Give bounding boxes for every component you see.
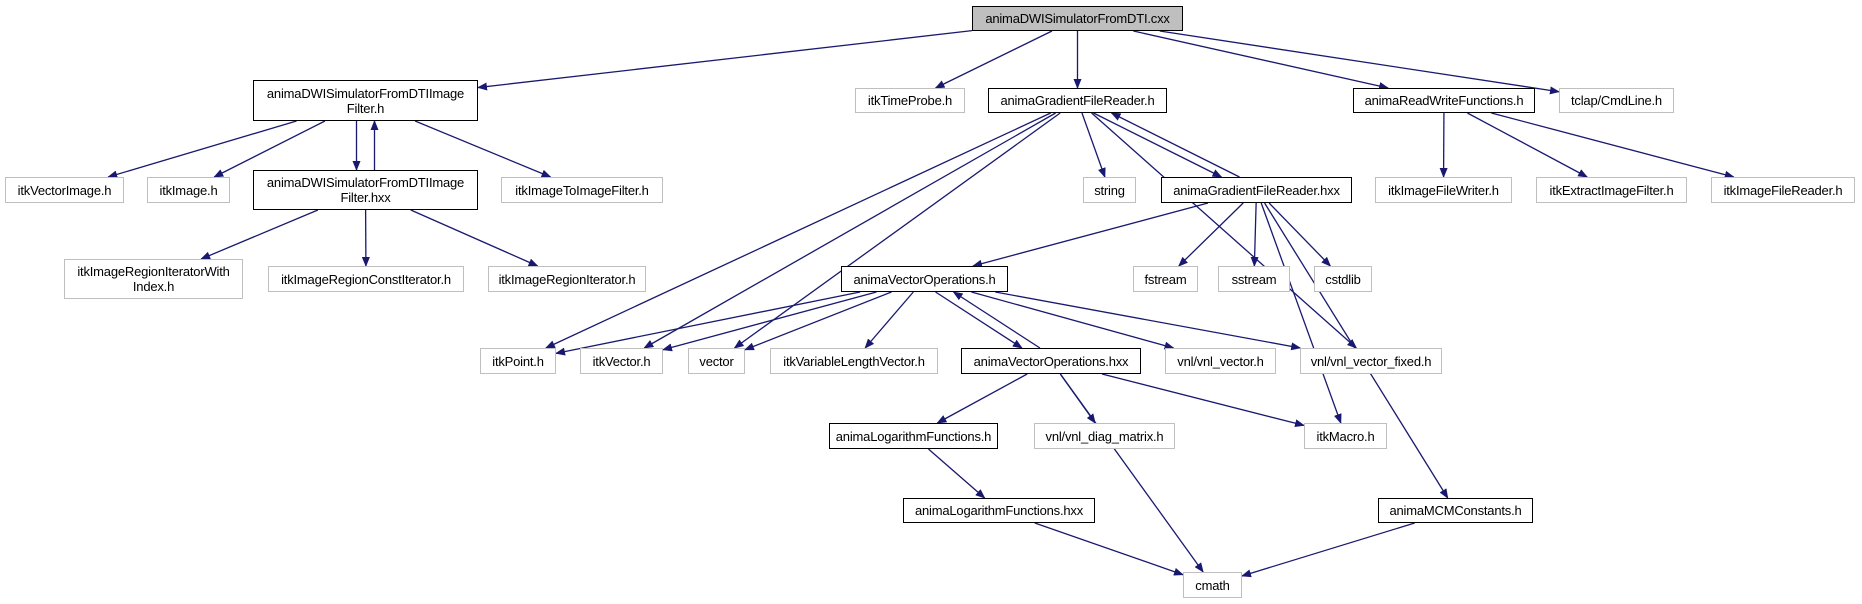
edge-vecops-h-to-vnlvec [971, 291, 1175, 350]
edge-rw-h-to-extract [1467, 112, 1589, 178]
edge-gfr-hxx-to-sstream [1250, 202, 1259, 267]
node-vector[interactable]: vector [688, 348, 745, 374]
edge-vecops-h-to-varlen [864, 291, 914, 349]
node-vecops-h[interactable]: animaVectorOperations.h [841, 266, 1008, 292]
edge-gfr-hxx-to-fstream [1178, 202, 1244, 267]
edge-gfr-h-to-point [545, 112, 1051, 349]
edge-rw-h-to-reader [1491, 112, 1735, 179]
edge-gfr-hxx-to-vecops-h [972, 202, 1209, 268]
edge-gfr-h-to-string [1081, 112, 1106, 178]
node-regiter[interactable]: itkImageRegionIterator.h [488, 266, 646, 292]
edge-root-to-tclap [1159, 30, 1560, 95]
node-itkvector[interactable]: itkVector.h [580, 348, 663, 374]
edge-vecops-h-to-point [555, 291, 861, 356]
edge-mcm-to-cmath [1241, 522, 1415, 578]
node-log-h[interactable]: animaLogarithmFunctions.h [829, 423, 998, 449]
edge-root-to-rw-h [1133, 30, 1390, 90]
node-tclap[interactable]: tclap/CmdLine.h [1559, 88, 1674, 113]
node-img2img[interactable]: itkImageToImageFilter.h [501, 177, 663, 203]
node-diag[interactable]: vnl/vnl_diag_matrix.h [1034, 423, 1175, 449]
node-rw-h[interactable]: animaReadWriteFunctions.h [1353, 88, 1535, 113]
edge-dwif-h-to-img2img [414, 120, 552, 178]
node-vecimage[interactable]: itkVectorImage.h [5, 177, 124, 203]
node-reader[interactable]: itkImageFileReader.h [1711, 177, 1855, 203]
node-string[interactable]: string [1083, 177, 1136, 203]
edge-root-to-timeprobe [934, 30, 1053, 89]
node-writer[interactable]: itkImageFileWriter.h [1375, 177, 1512, 203]
node-timeprobe[interactable]: itkTimeProbe.h [855, 88, 965, 113]
node-point[interactable]: itkPoint.h [480, 348, 556, 374]
edge-vecops-hxx-to-macro [1101, 373, 1305, 428]
edge-dwif-hxx-to-iterwi [200, 209, 319, 260]
node-sstream[interactable]: sstream [1218, 266, 1290, 292]
node-cstdlib[interactable]: cstdlib [1314, 266, 1372, 292]
node-gfr-hxx[interactable]: animaGradientFileReader.hxx [1161, 177, 1352, 203]
node-vnlvec[interactable]: vnl/vnl_vector.h [1165, 348, 1276, 374]
edge-vecops-h-to-vecops-hxx [935, 291, 1023, 349]
edge-log-hxx-to-cmath [1034, 522, 1184, 576]
node-varlen[interactable]: itkVariableLengthVector.h [770, 348, 938, 374]
edge-gfr-hxx-to-macro [1260, 202, 1342, 424]
edge-gfr-h-to-vector [733, 112, 1061, 349]
node-macro[interactable]: itkMacro.h [1304, 423, 1387, 449]
edge-vecops-h-to-itkvector [662, 291, 877, 352]
edge-dwif-hxx-to-regiter [410, 209, 539, 267]
edge-gfr-h-to-gfr-hxx [1093, 112, 1223, 178]
edge-vecops-h-to-vnlfixed [995, 291, 1302, 351]
node-fstream[interactable]: fstream [1133, 266, 1198, 292]
edge-root-to-dwif-h [477, 30, 973, 91]
edge-dwif-h-to-image [213, 120, 326, 178]
node-mcm[interactable]: animaMCMConstants.h [1378, 498, 1533, 523]
node-log-hxx[interactable]: animaLogarithmFunctions.hxx [903, 498, 1095, 523]
edge-gfr-h-to-vnlfixed [1091, 112, 1358, 349]
node-image[interactable]: itkImage.h [147, 177, 230, 203]
edge-vecops-h-to-vector [744, 291, 892, 351]
node-cmath[interactable]: cmath [1183, 572, 1242, 598]
node-constiter[interactable]: itkImageRegionConstIterator.h [268, 266, 464, 292]
node-extract[interactable]: itkExtractImageFilter.h [1536, 177, 1687, 203]
edge-log-h-to-log-hxx [927, 448, 986, 499]
edge-vecops-hxx-to-log-h [936, 373, 1028, 424]
edge-gfr-hxx-to-gfr-h [1110, 112, 1240, 178]
node-root[interactable]: animaDWISimulatorFromDTI.cxx [972, 6, 1183, 31]
node-iterwi[interactable]: itkImageRegionIteratorWith Index.h [64, 259, 243, 299]
node-vecops-hxx[interactable]: animaVectorOperations.hxx [961, 348, 1141, 374]
node-dwif-h[interactable]: animaDWISimulatorFromDTIImage Filter.h [253, 80, 478, 121]
edge-vecops-hxx-to-vecops-h [952, 291, 1041, 349]
edge-gfr-hxx-to-cstdlib [1268, 202, 1332, 267]
node-vnlfixed[interactable]: vnl/vnl_vector_fixed.h [1300, 348, 1442, 374]
edge-dwif-h-to-vecimage [107, 120, 297, 179]
node-gfr-h[interactable]: animaGradientFileReader.h [988, 88, 1167, 113]
node-dwif-hxx[interactable]: animaDWISimulatorFromDTIImage Filter.hxx [253, 170, 478, 210]
edge-gfr-h-to-itkvector [643, 112, 1056, 349]
edge-vecops-hxx-to-cmath [1059, 373, 1204, 573]
